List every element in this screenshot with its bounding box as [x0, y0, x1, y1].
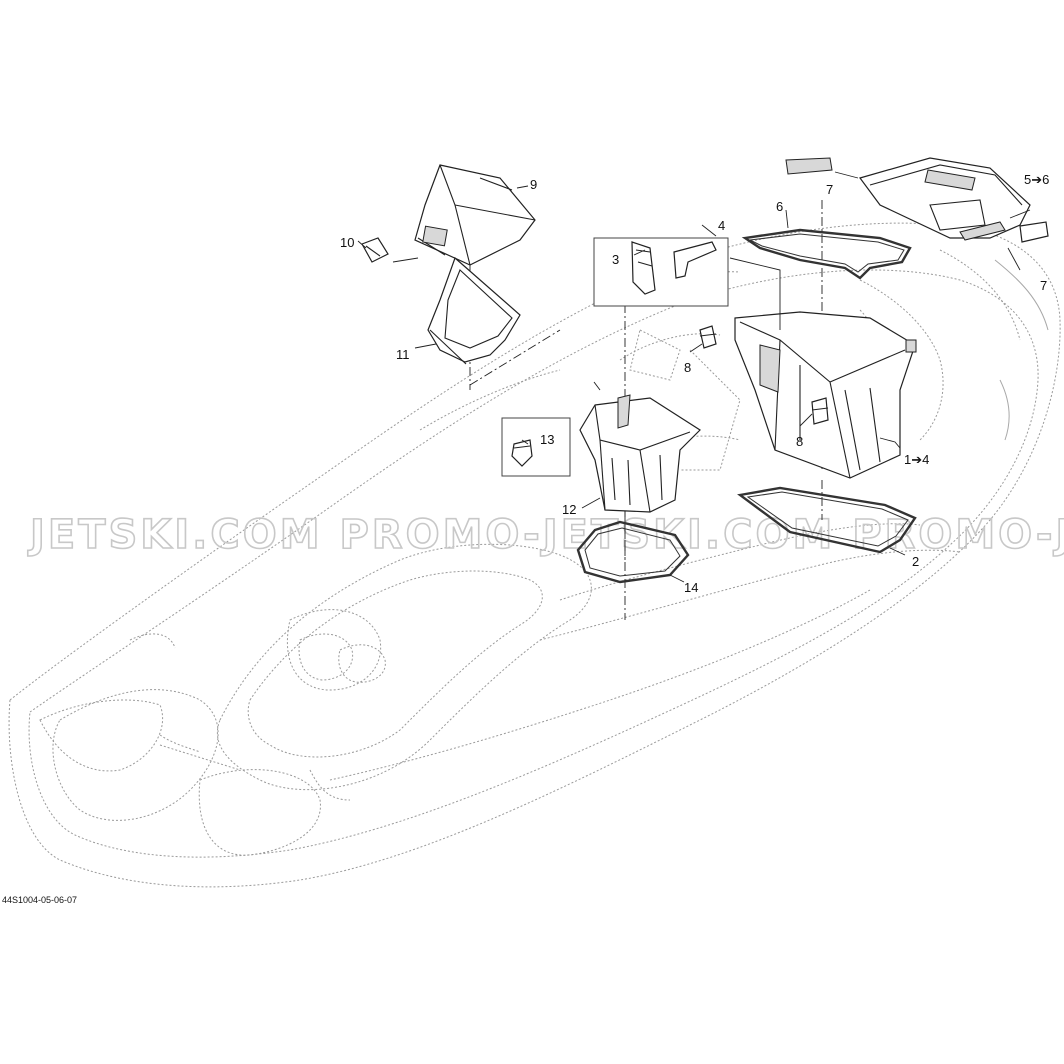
watermark-text: JETSKI.COM PROMO-JETSKI.COM PROMO-JETSKI… [27, 512, 1064, 558]
part-13-box [501, 417, 571, 477]
callout-3: 3 [612, 252, 619, 267]
leader-lines [357, 171, 1031, 583]
callout-6: 6 [776, 199, 783, 214]
bin-gasket-part [576, 520, 690, 584]
trim-parts [785, 157, 1049, 243]
callout-9: 9 [530, 177, 537, 192]
latch-arrow [392, 257, 419, 263]
glove-box-frame-part [427, 256, 521, 365]
callout-labels: 9 10 11 3 4 6 7 5➔6 7 8 8 1➔4 2 12 13 14 [340, 172, 1049, 595]
callout-8-left: 8 [684, 360, 691, 375]
lower-gasket-part [737, 486, 917, 554]
drawing-code-label: 44S1004-05-06-07 [2, 895, 77, 905]
clip-parts [699, 325, 829, 425]
glove-box-cover-part [414, 164, 536, 266]
callout-8-right: 8 [796, 434, 803, 449]
callout-12: 12 [562, 502, 576, 517]
callout-13: 13 [540, 432, 554, 447]
latch-part [361, 237, 389, 263]
upper-gasket-part [741, 228, 912, 280]
storage-lid-part [859, 157, 1031, 241]
callout-5-6: 5➔6 [1024, 172, 1049, 187]
callout-7-lower: 7 [1040, 278, 1047, 293]
callout-7-upper: 7 [826, 182, 833, 197]
storage-bin-part [579, 394, 701, 513]
part-3-4-box [593, 237, 729, 307]
main-storage-bin-part [734, 311, 917, 479]
callout-10: 10 [340, 235, 354, 250]
callout-2: 2 [912, 554, 919, 569]
callout-1-4: 1➔4 [904, 452, 929, 467]
watercraft-hull-outline [8, 222, 1061, 888]
callout-14: 14 [684, 580, 698, 595]
callout-4: 4 [718, 218, 725, 233]
callout-11: 11 [396, 347, 410, 362]
